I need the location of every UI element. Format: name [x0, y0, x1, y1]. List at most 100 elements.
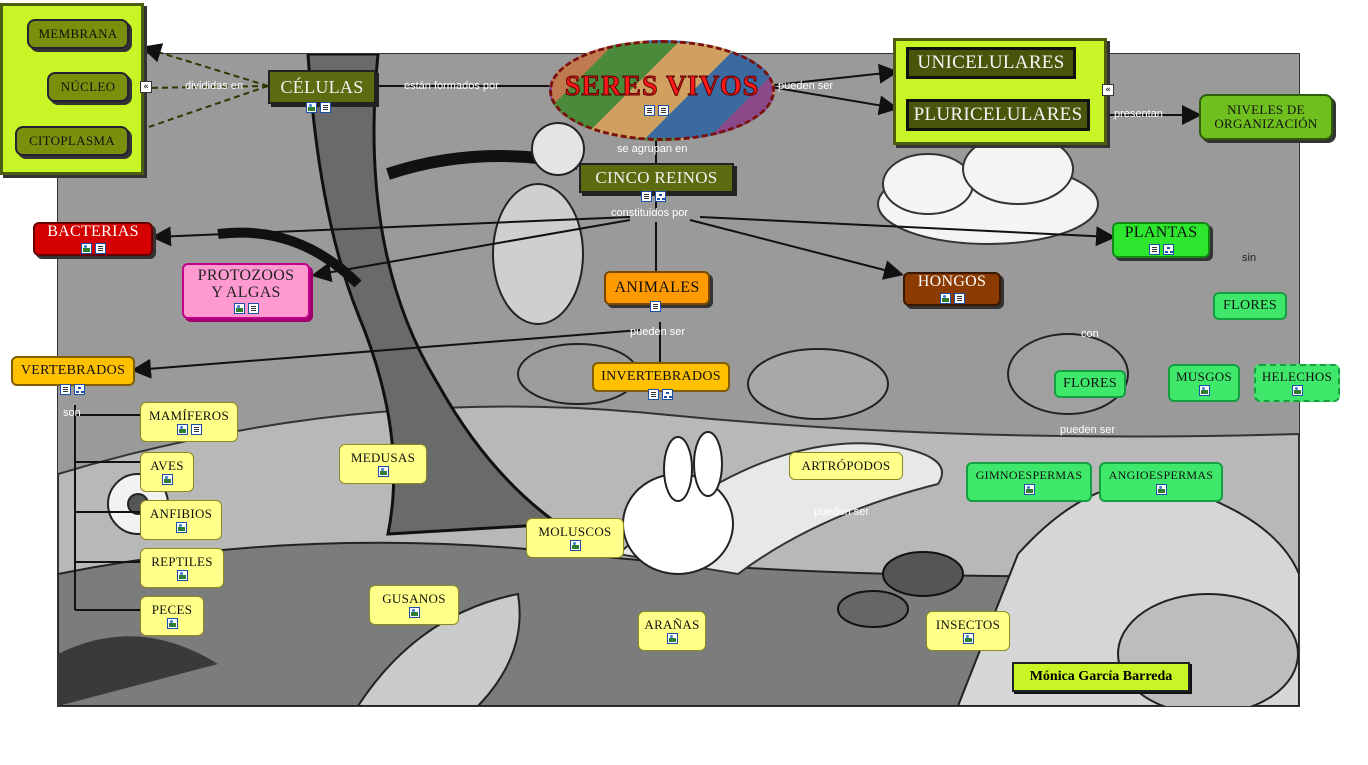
node-label: MEDUSAS: [350, 449, 416, 465]
image-icon[interactable]: [80, 242, 92, 254]
image-icon[interactable]: [175, 522, 187, 534]
title-image-node[interactable]: SERES VIVOS: [549, 40, 775, 141]
node-label: MEMBRANA: [38, 26, 118, 42]
node-aranas[interactable]: ARAÑAS: [638, 611, 706, 651]
node-artropodos[interactable]: ARTRÓPODOS: [789, 452, 903, 480]
image-icon[interactable]: [176, 424, 188, 436]
title-icons: [644, 105, 669, 116]
node-icons: [569, 540, 581, 552]
node-angioespermas[interactable]: ANGIOESPERMAS: [1099, 462, 1223, 502]
collapse-icon[interactable]: «: [140, 81, 152, 93]
node-flores-sin[interactable]: FLORES: [1213, 292, 1287, 320]
node-insectos[interactable]: INSECTOS: [926, 611, 1010, 651]
node-icons: [60, 384, 85, 395]
node-anfibios[interactable]: ANFIBIOS: [140, 500, 222, 540]
image-icon[interactable]: [377, 466, 389, 478]
image-icon[interactable]: [166, 618, 178, 630]
document-icon[interactable]: [60, 384, 71, 395]
document-icon[interactable]: [650, 301, 661, 312]
node-gusanos[interactable]: GUSANOS: [369, 585, 459, 625]
node-icons: [175, 522, 187, 534]
link-label-son: son: [63, 407, 81, 419]
node-reptiles[interactable]: REPTILES: [140, 548, 224, 588]
image-icon[interactable]: [161, 474, 173, 486]
image-icon[interactable]: [1198, 385, 1210, 397]
node-musgos[interactable]: MUSGOS: [1168, 364, 1240, 402]
node-label: VERTEBRADOS: [20, 362, 126, 378]
node-invertebrados[interactable]: INVERTEBRADOS: [592, 362, 730, 392]
node-moluscos[interactable]: MOLUSCOS: [526, 518, 624, 558]
document-icon[interactable]: [320, 102, 331, 113]
node-vertebrados[interactable]: VERTEBRADOS: [11, 356, 135, 386]
node-label: ARAÑAS: [644, 616, 700, 632]
image-icon[interactable]: [233, 303, 245, 315]
node-peces[interactable]: PECES: [140, 596, 204, 636]
map-icon[interactable]: [655, 191, 666, 202]
node-label: CITOPLASMA: [29, 133, 115, 149]
node-icons: [80, 242, 106, 254]
image-icon[interactable]: [962, 633, 974, 645]
node-icons: [648, 389, 673, 400]
document-icon[interactable]: [641, 191, 652, 202]
node-citoplasma[interactable]: CITOPLASMA: [15, 126, 129, 156]
node-cinco-reinos[interactable]: CINCO REINOS: [579, 163, 734, 193]
link-label-constituidos-por: constituidos por: [611, 207, 689, 219]
node-icons: [1023, 483, 1035, 495]
node-label: REPTILES: [151, 553, 213, 569]
document-icon[interactable]: [953, 292, 965, 304]
node-gimnoespermas[interactable]: GIMNOESPERMAS: [966, 462, 1092, 502]
node-label: GIMNOESPERMAS: [975, 468, 1083, 483]
node-icons: [641, 191, 666, 202]
node-label: AVES: [150, 457, 184, 473]
node-icons: [1198, 385, 1210, 397]
node-mamiferos[interactable]: MAMÍFEROS: [140, 402, 238, 442]
node-aves[interactable]: AVES: [140, 452, 194, 492]
image-icon[interactable]: [939, 292, 951, 304]
image-icon[interactable]: [666, 633, 678, 645]
node-icons: [408, 607, 420, 619]
node-protozoos[interactable]: PROTOZOOS Y ALGAS: [182, 263, 310, 319]
node-unicelulares[interactable]: UNICELULARES: [906, 47, 1076, 79]
map-icon[interactable]: [662, 389, 673, 400]
node-label: FLORES: [1063, 375, 1117, 391]
image-icon[interactable]: [176, 570, 188, 582]
node-niveles[interactable]: NIVELES DE ORGANIZACIÓN: [1199, 94, 1333, 140]
image-icon[interactable]: [1291, 385, 1303, 397]
document-icon[interactable]: [247, 303, 259, 315]
node-icons: [377, 466, 389, 478]
scene-drawing: [58, 54, 1299, 706]
node-label: NIVELES DE ORGANIZACIÓN: [1214, 102, 1318, 131]
node-membrana[interactable]: MEMBRANA: [27, 19, 129, 49]
node-animales[interactable]: ANIMALES: [604, 271, 710, 305]
node-pluricelulares[interactable]: PLURICELULARES: [906, 99, 1090, 131]
document-icon[interactable]: [190, 424, 202, 436]
document-icon[interactable]: [648, 389, 659, 400]
link-label-se-agrupan-en: se agrupan en: [617, 143, 688, 155]
node-label: HONGOS: [917, 273, 987, 291]
document-icon[interactable]: [94, 242, 106, 254]
collapse-icon[interactable]: «: [1102, 84, 1114, 96]
node-helechos[interactable]: HELECHOS: [1254, 364, 1340, 402]
node-icons: [939, 292, 965, 304]
document-icon[interactable]: [1148, 243, 1160, 255]
image-icon[interactable]: [408, 607, 420, 619]
node-celulas[interactable]: CÉLULAS: [268, 70, 376, 104]
image-icon[interactable]: [1023, 483, 1035, 495]
document-icon[interactable]: [644, 105, 655, 116]
node-hongos[interactable]: HONGOS: [903, 272, 1001, 306]
node-plantas[interactable]: PLANTAS: [1112, 222, 1210, 258]
node-nucleo[interactable]: NÚCLEO: [47, 72, 129, 102]
map-icon[interactable]: [74, 384, 85, 395]
map-icon[interactable]: [1162, 243, 1174, 255]
link-label-sin: sin: [1242, 252, 1257, 264]
node-flores-con[interactable]: FLORES: [1054, 370, 1126, 398]
link-label-presentan: presentan: [1114, 108, 1163, 120]
node-icons: [1155, 483, 1167, 495]
image-icon[interactable]: [569, 540, 581, 552]
node-bacterias[interactable]: BACTERIAS: [33, 222, 153, 256]
image-icon[interactable]: [306, 102, 317, 113]
image-icon[interactable]: [1155, 483, 1167, 495]
document-icon[interactable]: [658, 105, 669, 116]
node-medusas[interactable]: MEDUSAS: [339, 444, 427, 484]
link-label-divididas-en: divididas en: [185, 80, 244, 92]
